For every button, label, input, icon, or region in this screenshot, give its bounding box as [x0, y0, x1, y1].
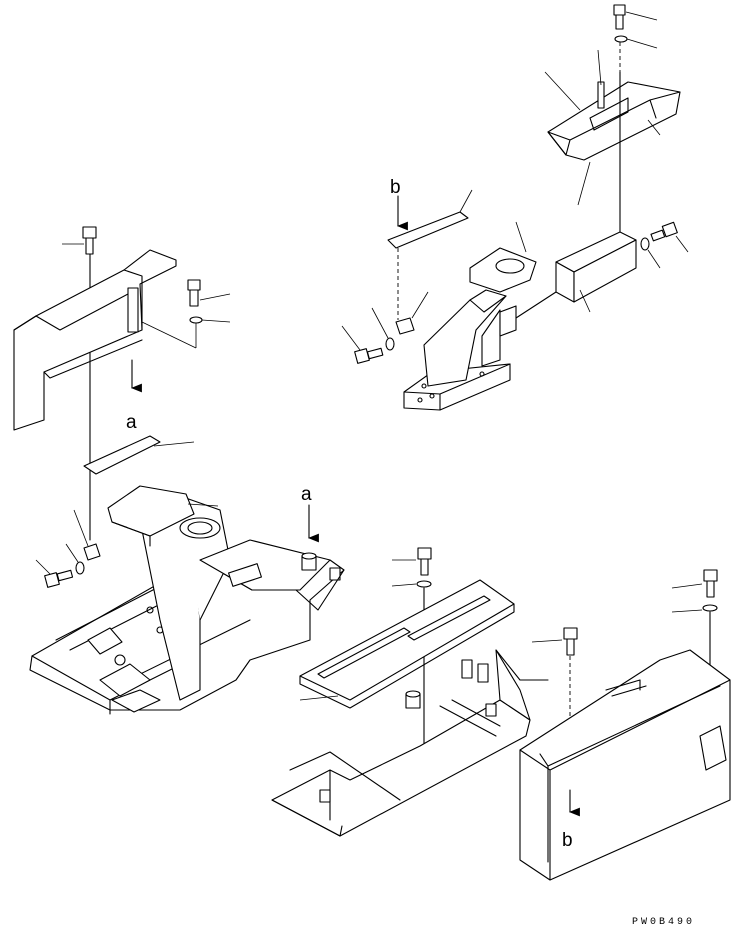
left-cover: [13, 226, 231, 541]
bolt-icon: [703, 569, 718, 598]
label-b-lower: b: [562, 830, 573, 851]
label-b-upper: b: [390, 177, 401, 198]
label-a-lower: a: [301, 484, 312, 505]
washer-icon: [385, 337, 395, 351]
side-bracket: [555, 221, 689, 313]
bolt-icon: [354, 347, 384, 364]
label-a-upper: a: [126, 412, 137, 433]
lower-left-frame: a: [29, 484, 345, 715]
lower-right-cover: b: [495, 569, 731, 881]
bolt-icon: [82, 226, 97, 255]
washer-icon: [189, 316, 203, 324]
plate-a: a: [83, 412, 195, 475]
washer-icon: [614, 35, 628, 43]
shim-plate: [387, 211, 469, 249]
bolt-icon: [650, 221, 678, 242]
washer-icon: [75, 561, 85, 575]
washer-icon: [702, 604, 718, 612]
bolt-icon: [613, 4, 626, 30]
bolt-icon: [563, 627, 578, 656]
bolt-icon: [187, 279, 201, 307]
stand-head: [469, 247, 537, 293]
bolt-icon: [44, 569, 74, 588]
lower-middle-frame: [271, 547, 531, 837]
upper-stand: b: [341, 177, 557, 411]
top-cover-assembly: [544, 4, 681, 237]
washer-icon: [640, 237, 650, 251]
bolt-icon: [417, 547, 432, 576]
washer-icon: [416, 580, 432, 588]
drawing-code: PW0B490: [632, 917, 695, 928]
